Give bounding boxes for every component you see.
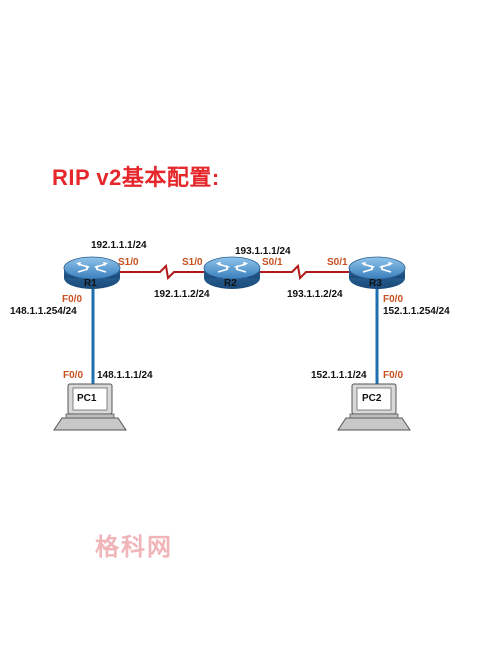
watermark-text: 格科网 bbox=[95, 534, 173, 561]
addr-r2-serial-left: 192.1.1.2/24 bbox=[154, 289, 210, 300]
port-r3-s01: S0/1 bbox=[327, 257, 348, 268]
addr-r2-serial-right: 193.1.1.1/24 bbox=[235, 246, 291, 257]
pc1-label: PC1 bbox=[77, 393, 97, 404]
router-r2-label: R2 bbox=[224, 278, 237, 289]
router-r1-label: R1 bbox=[84, 278, 97, 289]
link-r2-r3 bbox=[258, 263, 350, 281]
port-pc1-f00: F0/0 bbox=[63, 370, 84, 381]
router-r3-label: R3 bbox=[369, 278, 382, 289]
pc2-label: PC2 bbox=[362, 393, 382, 404]
diagram-title: RIP v2基本配置: bbox=[52, 165, 220, 190]
addr-pc1: 148.1.1.1/24 bbox=[97, 370, 153, 381]
port-r2-s01: S0/1 bbox=[262, 257, 283, 268]
addr-r1-serial: 192.1.1.1/24 bbox=[91, 240, 147, 251]
port-r2-s10: S1/0 bbox=[182, 257, 203, 268]
port-r1-s10: S1/0 bbox=[118, 257, 139, 268]
port-r1-f00: F0/0 bbox=[62, 294, 83, 305]
addr-r3-lan: 152.1.1.254/24 bbox=[383, 306, 450, 317]
port-pc2-f00: F0/0 bbox=[383, 370, 404, 381]
pc2-icon bbox=[337, 383, 411, 431]
pc1-icon bbox=[53, 383, 127, 431]
addr-r1-lan: 148.1.1.254/24 bbox=[10, 306, 77, 317]
addr-r3-serial: 193.1.1.2/24 bbox=[287, 289, 343, 300]
link-r1-r2 bbox=[120, 263, 206, 281]
addr-pc2: 152.1.1.1/24 bbox=[311, 370, 367, 381]
port-r3-f00: F0/0 bbox=[383, 294, 404, 305]
